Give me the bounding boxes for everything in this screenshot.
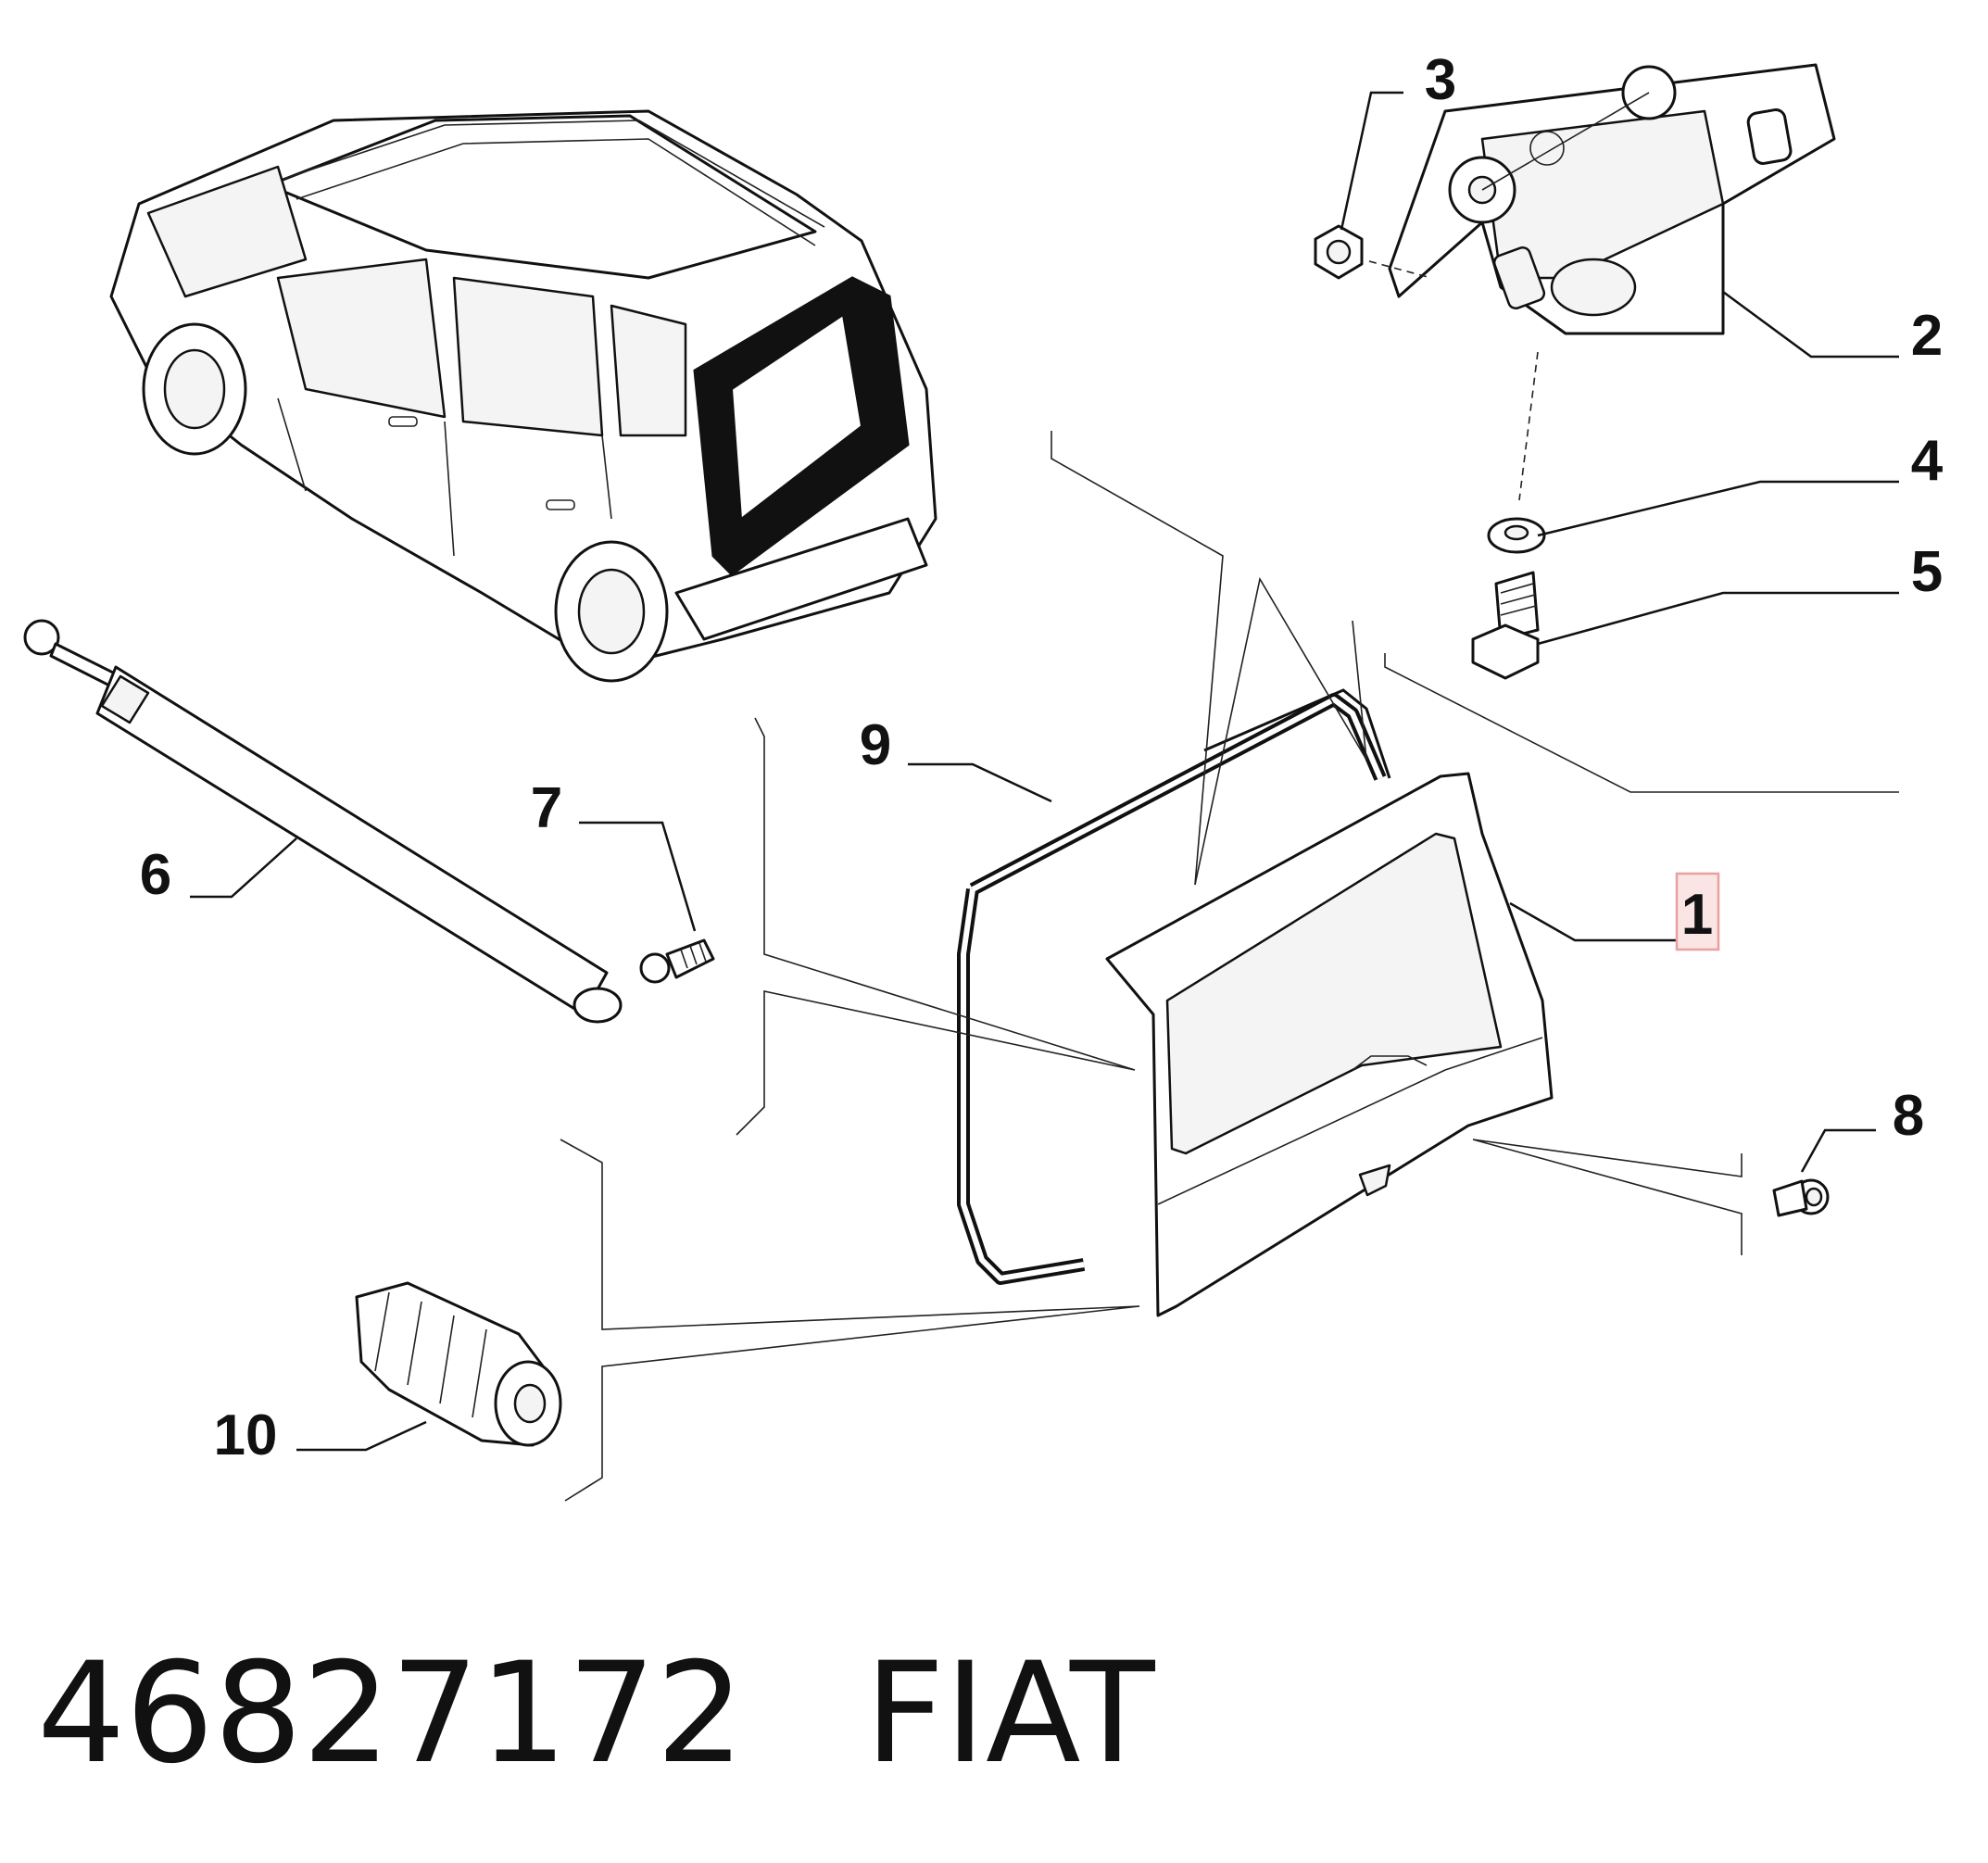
callouts: 1 2 3 4 5 6 7 8 9 10 xyxy=(140,48,1944,1467)
callout-1: 1 xyxy=(1681,883,1713,947)
leader-lines xyxy=(190,91,1899,1452)
vehicle-illustration xyxy=(109,109,937,683)
nut-part xyxy=(1314,224,1432,280)
callout-2: 2 xyxy=(1911,304,1943,368)
callout-3: 3 xyxy=(1425,48,1456,112)
section-guides xyxy=(560,431,1899,1502)
callout-4: 4 xyxy=(1911,429,1944,493)
weatherstrip-part xyxy=(957,688,1391,1285)
gas-strut-part xyxy=(23,619,623,1024)
brand-name: FIAT xyxy=(864,1633,1155,1794)
callout-10: 10 xyxy=(214,1404,278,1467)
part-number: 46827172 xyxy=(37,1633,745,1794)
grommet-part xyxy=(1772,1178,1830,1217)
callout-6: 6 xyxy=(140,843,171,907)
part-caption: 46827172 FIAT xyxy=(37,1630,1155,1797)
ball-stud-part xyxy=(639,938,715,984)
washer-part xyxy=(1487,351,1546,554)
buffer-part xyxy=(355,1281,562,1447)
callout-1-highlight xyxy=(1675,872,1720,951)
callout-8: 8 xyxy=(1893,1084,1924,1148)
callout-9: 9 xyxy=(860,713,891,777)
tailgate-part xyxy=(1105,772,1554,1317)
callout-7: 7 xyxy=(531,776,562,840)
hinge-part xyxy=(1388,63,1836,335)
callout-5: 5 xyxy=(1911,540,1943,604)
bolt-part xyxy=(1471,571,1540,680)
